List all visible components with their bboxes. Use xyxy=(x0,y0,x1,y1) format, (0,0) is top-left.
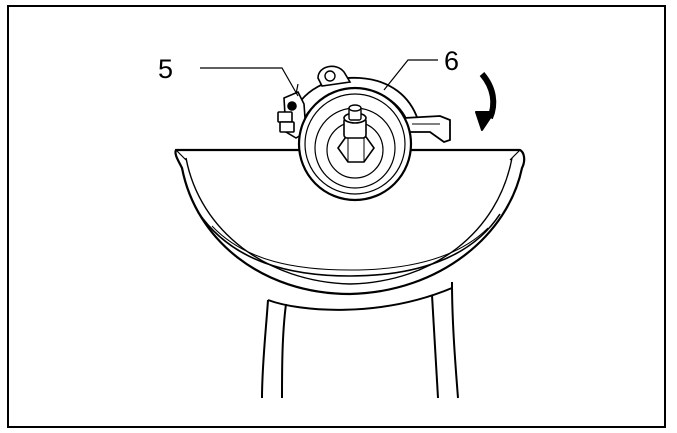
callout-label-5: 5 xyxy=(158,54,173,84)
leader-lines xyxy=(200,59,438,97)
spindle-flange xyxy=(297,86,413,202)
callout-label-6: 6 xyxy=(444,46,459,76)
tool-body xyxy=(261,281,459,399)
arrow-down-curved-icon xyxy=(475,72,497,131)
clamp-screw-bracket xyxy=(277,83,307,139)
wheel-guard xyxy=(174,148,526,296)
